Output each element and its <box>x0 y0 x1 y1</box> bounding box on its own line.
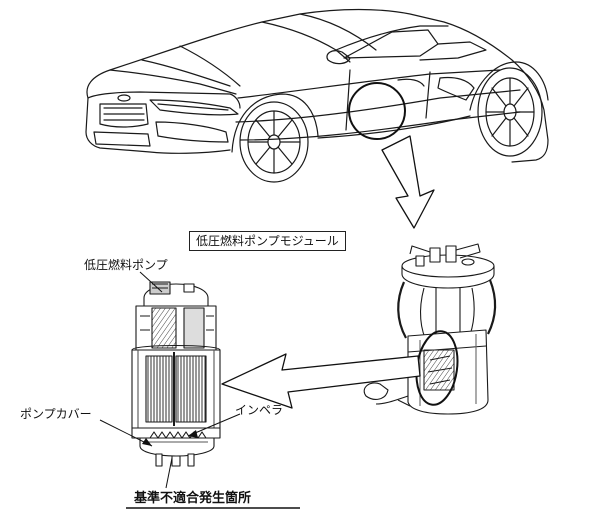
leader-arrowheads <box>142 430 198 446</box>
defect-location-label: 基準不適合発生箇所 <box>134 491 252 506</box>
fuel-pump-module <box>363 243 497 415</box>
left-arrow <box>221 353 421 409</box>
down-arrow <box>381 135 435 229</box>
leader-lines <box>99 271 300 509</box>
module-label: 低圧燃料ポンプモジュール <box>189 231 346 251</box>
low-pressure-fuel-pump <box>131 281 221 467</box>
car-illustration <box>85 8 549 183</box>
pump-cover-label: ポンプカバー <box>20 407 92 421</box>
pump-label: 低圧燃料ポンプ <box>84 258 168 272</box>
impeller-label: インペラ <box>235 403 284 417</box>
car-highlight-circle <box>348 82 406 140</box>
